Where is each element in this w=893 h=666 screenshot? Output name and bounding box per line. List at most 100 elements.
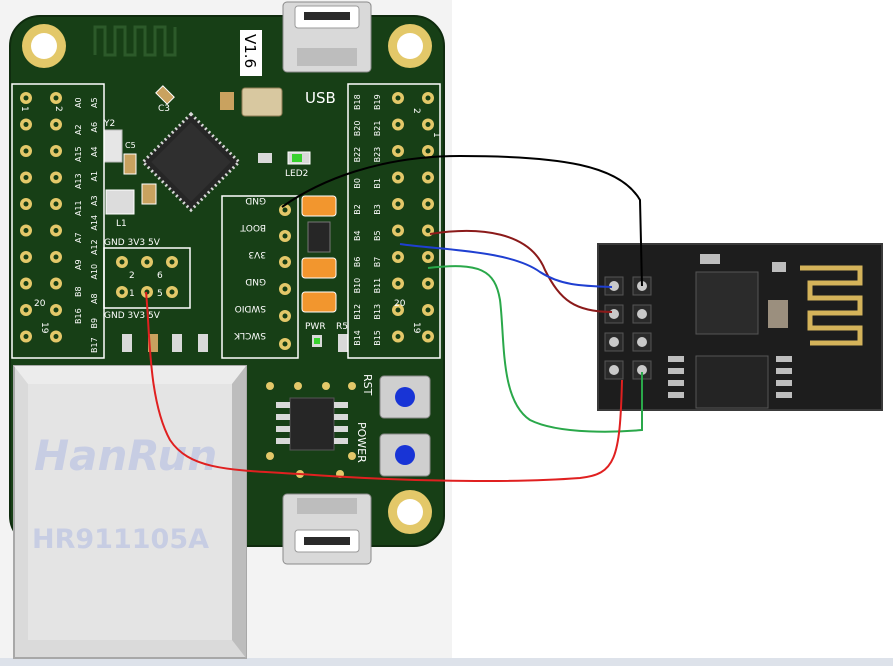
usb-connector-top bbox=[282, 1, 372, 73]
jumper-num-5: 5 bbox=[157, 289, 163, 299]
rst-button-cap[interactable] bbox=[395, 387, 415, 407]
jumper-pins bbox=[116, 256, 178, 298]
right-pin-label: B7 bbox=[373, 257, 382, 268]
jumper-num-6: 6 bbox=[157, 271, 163, 281]
esp-pin bbox=[604, 360, 624, 380]
mounting-hole-top-right bbox=[388, 24, 432, 68]
mcu-chip bbox=[140, 111, 242, 213]
left-pin-label: B8 bbox=[74, 286, 83, 297]
esp-flash-chip bbox=[695, 355, 769, 409]
right-header-pin bbox=[392, 224, 404, 237]
right-pin-label: B13 bbox=[373, 304, 382, 320]
left-header-pins bbox=[20, 92, 62, 343]
esp-header-pins bbox=[604, 276, 652, 380]
esp-smd-parts bbox=[668, 254, 792, 398]
inductor-l1 bbox=[105, 189, 135, 215]
left-header-pin bbox=[50, 330, 62, 343]
right-header-pin bbox=[422, 198, 434, 210]
left-header-pin bbox=[50, 171, 62, 184]
crystal-oscillator bbox=[241, 87, 283, 117]
left-num-20: 20 bbox=[34, 299, 46, 309]
left-header-pin bbox=[20, 118, 32, 131]
label-rst: RST bbox=[361, 374, 374, 396]
left-header-pin bbox=[20, 251, 32, 263]
right-header-pin bbox=[422, 330, 434, 343]
right-header-pin bbox=[392, 330, 404, 343]
rst-button[interactable] bbox=[379, 375, 431, 419]
ethernet-model: HR911105A bbox=[32, 524, 209, 555]
right-num-19: 19 bbox=[411, 322, 421, 334]
left-header-pin bbox=[20, 330, 32, 343]
side-header-label: SWCLK bbox=[233, 330, 266, 340]
wire-blue bbox=[399, 243, 613, 288]
left-header-pin bbox=[50, 277, 62, 290]
right-header-pin bbox=[392, 118, 404, 131]
side-header-outline bbox=[221, 195, 299, 359]
left-header-pin bbox=[20, 198, 32, 210]
right-header-pin bbox=[422, 92, 434, 104]
resistor-r5 bbox=[338, 334, 348, 352]
right-pin-label: B2 bbox=[353, 204, 362, 215]
left-header-pin bbox=[50, 224, 62, 237]
right-header-pin bbox=[422, 251, 434, 263]
jumper-top-label: GND 3V3 5V bbox=[104, 238, 161, 248]
esp-crystal bbox=[768, 300, 788, 328]
left-pin-label: A13 bbox=[74, 173, 83, 189]
side-header-label: GND bbox=[245, 195, 266, 205]
left-pin-label: A0 bbox=[74, 97, 83, 108]
right-num-20: 20 bbox=[394, 299, 406, 309]
usb-label: USB bbox=[305, 89, 336, 107]
left-header-pin bbox=[20, 92, 32, 104]
right-header-outline bbox=[347, 83, 441, 359]
capacitor-c-top bbox=[220, 92, 234, 110]
left-pin-label: A11 bbox=[74, 200, 83, 216]
left-pin-label: A15 bbox=[74, 146, 83, 162]
label-y2: Y2 bbox=[103, 119, 115, 129]
left-header-pin bbox=[50, 118, 62, 131]
wire-dark-red bbox=[429, 229, 613, 313]
orange-capacitors bbox=[301, 195, 337, 313]
left-num-2: 2 bbox=[53, 106, 63, 112]
label-l1: L1 bbox=[116, 219, 127, 229]
capacitor-c3 bbox=[155, 85, 175, 105]
right-pin-label: B6 bbox=[353, 257, 362, 268]
wire-black bbox=[281, 154, 643, 287]
power-button[interactable] bbox=[379, 433, 431, 477]
left-pin-label: A6 bbox=[90, 122, 99, 133]
left-pin-label: A4 bbox=[90, 146, 99, 157]
right-pin-label: B5 bbox=[373, 230, 382, 241]
left-num-19: 19 bbox=[39, 322, 49, 334]
power-button-cap[interactable] bbox=[395, 445, 415, 465]
left-pin-label: A3 bbox=[90, 195, 99, 206]
label-c5: C5 bbox=[125, 141, 136, 150]
left-num-1: 1 bbox=[19, 106, 29, 112]
right-pin-label: B4 bbox=[353, 230, 362, 241]
right-pin-label: B12 bbox=[353, 304, 362, 320]
right-pin-label: B18 bbox=[353, 94, 362, 110]
left-pin-label: A2 bbox=[74, 124, 83, 135]
esp-chip bbox=[695, 271, 759, 335]
jumper-bottom-label: GND 3V3 5V bbox=[104, 311, 161, 321]
wire-red bbox=[145, 291, 623, 482]
label-r5: R5 bbox=[336, 322, 348, 332]
right-pin-label: B11 bbox=[373, 278, 382, 294]
right-header-pin bbox=[422, 304, 434, 316]
right-header-pin bbox=[422, 118, 434, 131]
left-header-labels: A5A6A4A1A3A14A12A10A8B9B17A0A2A15A13A11A… bbox=[74, 97, 99, 353]
right-header-pin bbox=[392, 277, 404, 290]
right-pin-label: B3 bbox=[373, 204, 382, 215]
right-pin-label: B1 bbox=[373, 178, 382, 189]
pwr-led-light bbox=[314, 338, 320, 344]
left-pin-label: A10 bbox=[90, 264, 99, 280]
capacitor-small bbox=[141, 183, 157, 205]
led2-resistor bbox=[258, 153, 272, 163]
right-pin-label: B22 bbox=[353, 147, 362, 163]
left-header-pin bbox=[20, 145, 32, 157]
ethernet-brand: HanRun bbox=[34, 431, 217, 480]
esp-pin bbox=[632, 304, 652, 324]
left-header-pin bbox=[50, 198, 62, 210]
right-pin-label: B23 bbox=[373, 147, 382, 163]
right-header-pin bbox=[422, 224, 434, 237]
right-header-pin bbox=[422, 171, 434, 184]
side-header-label: BOOT bbox=[240, 222, 266, 232]
